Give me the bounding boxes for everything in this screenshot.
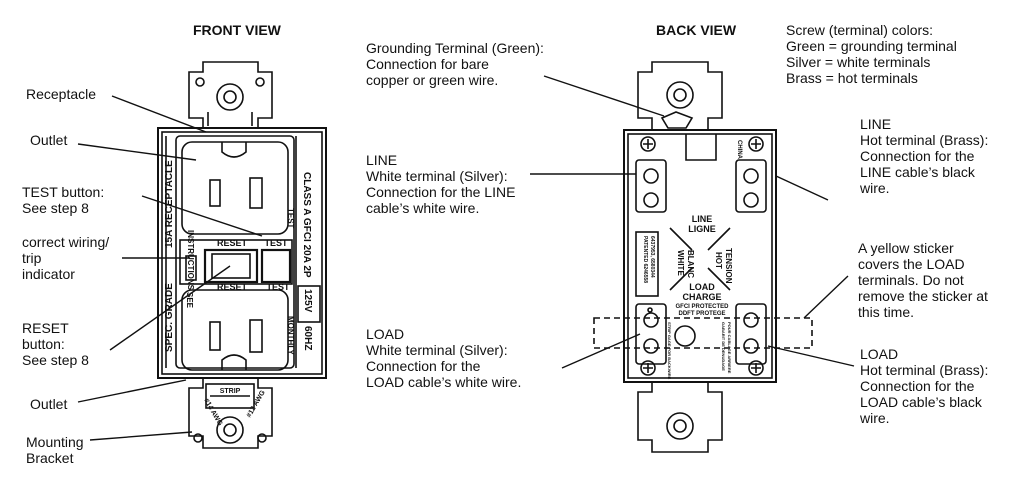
hot-device-text: HOT [714, 252, 723, 269]
patented-text: PATENTED 6246558 [642, 236, 648, 283]
reset-lower-text: RESET [217, 282, 248, 292]
instructions-text: INSTRUCTIONS [186, 230, 195, 291]
ddft-protege-text: DDFT PROTEGE [678, 311, 725, 317]
gabarit-text: GABARIT DE DENUDAGE [721, 322, 726, 371]
front-view-title: FRONT VIEW [193, 22, 281, 38]
front-leader-lines [77, 95, 263, 441]
front-outlet-top [181, 141, 289, 235]
strip-gage-text: STRIP GAGE FOR BACKWIRE [667, 322, 672, 380]
receptacle-label: Receptacle [26, 86, 97, 102]
grounding-terminal-label: Grounding Terminal (Green):Connection fo… [366, 40, 544, 88]
tension-device-text: TENSION [724, 248, 733, 284]
ligne-device-text: LIGNE [688, 224, 716, 234]
spec-grade-text: SPEC. GRADE [164, 283, 175, 352]
strip-text: STRIP [220, 388, 241, 395]
outlet-top-label: Outlet [30, 132, 68, 148]
indicator-light [185, 255, 197, 281]
front-view-device [157, 61, 327, 449]
test-button-label: TEST button:See step 8 [22, 184, 105, 216]
load-device-text: LOAD [689, 282, 715, 292]
see-text: SEE [185, 292, 194, 309]
charge-device-text: CHARGE [682, 292, 721, 302]
gfci-protected-text: GFCI PROTECTED [675, 304, 729, 310]
receptacle-rating-text: 15A RECEPTACLE [164, 160, 175, 248]
blanc-device-text: BLANC [686, 250, 695, 278]
reset-button-shape [203, 248, 259, 284]
back-view-device [623, 61, 777, 453]
test-upper-text: TEST [264, 238, 288, 248]
back-view-title: BACK VIEW [656, 22, 737, 38]
test-lower-text: TEST [266, 282, 290, 292]
freq-text: 60HZ [302, 326, 313, 350]
outlet-bottom-label: Outlet [30, 396, 68, 412]
patented2-text: 6437953, 6580344 [649, 236, 655, 278]
class-text: CLASS A GFCI 20A 2P [301, 172, 312, 278]
back-leader-lines [530, 75, 855, 369]
test-button-shape [260, 248, 292, 284]
reset-upper-text: RESET [217, 238, 248, 248]
test-small-text: TEST [286, 208, 295, 229]
white-device-text: WHITE [676, 250, 685, 276]
screw-colors-label: Screw (terminal) colors:Green = groundin… [786, 22, 957, 86]
line-device-text: LINE [692, 214, 713, 224]
monthly-text: MONTHLY [286, 316, 295, 355]
china-text: CHINA [736, 140, 742, 160]
yellow-sticker-box [593, 317, 813, 349]
rating-box-text: 125V [302, 289, 313, 313]
front-outlet-bottom [181, 289, 289, 371]
